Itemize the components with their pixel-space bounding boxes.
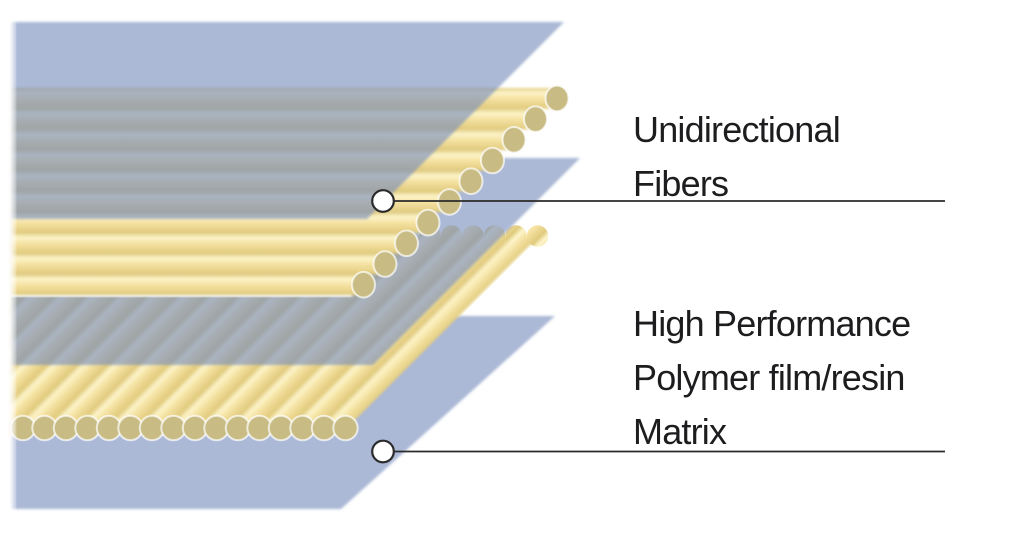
- fiber-end-cap: [458, 167, 484, 195]
- fiber-end-cap: [523, 105, 548, 133]
- fiber-end-cap: [394, 229, 419, 258]
- leader-marker-matrix: [371, 439, 395, 464]
- fiber-end-cap: [544, 84, 570, 113]
- label-unidirectional-fibers: Unidirectional Fibers: [633, 109, 841, 204]
- leader-matrix: [371, 439, 945, 464]
- leader-fibers: [371, 189, 945, 213]
- leader-marker-fibers: [371, 189, 395, 213]
- label-polymer-matrix: High Performance Polymer film/resin Matr…: [633, 303, 911, 452]
- top-film-sheet: [10, 22, 564, 219]
- fiber-end-cap: [437, 188, 462, 216]
- fiber-end-cap: [501, 126, 527, 154]
- fiber-end-cap: [480, 146, 505, 175]
- fiber-end-cap: [372, 250, 398, 278]
- fiber-rod: [10, 253, 385, 275]
- fiber-end-circle: [332, 414, 359, 442]
- fiber-top-cap: [505, 225, 527, 247]
- fiber-rod: [10, 232, 407, 254]
- fiber-end-cap: [351, 270, 376, 299]
- fiber-end-cap: [415, 208, 441, 237]
- fiber-front-end-row: [0, 414, 359, 442]
- fiber-rod: [10, 274, 364, 295]
- left-edge-fade: [0, 0, 14, 541]
- fiber-top-cap: [526, 225, 549, 247]
- fiber-end-cap-row: [351, 84, 570, 299]
